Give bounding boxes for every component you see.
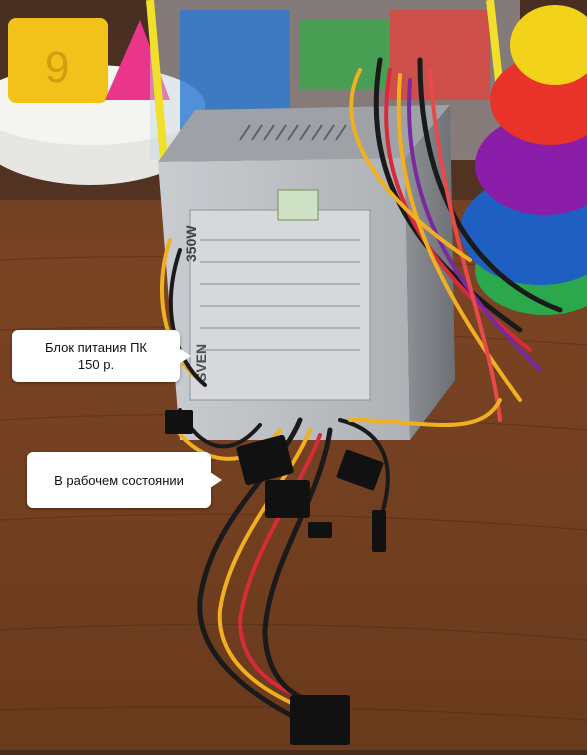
block-digit: 9	[45, 43, 69, 92]
condition-callout-text: В рабочем состоянии	[54, 472, 184, 488]
psu-brand: SVEN	[193, 344, 209, 382]
connector-molex-2	[265, 480, 310, 518]
stacking-toy	[460, 5, 587, 315]
psu-label-lines	[200, 239, 360, 351]
price-callout-amount: 150 р.	[77, 357, 115, 372]
connector-molex-1	[236, 434, 294, 486]
yellow-block	[8, 18, 108, 103]
connector-sata-1	[336, 449, 384, 491]
price-callout: Блок питания ПК 150 р.	[12, 330, 191, 382]
condition-callout: В рабочем состоянии	[27, 452, 222, 508]
psu-unit: SVEN 350W	[158, 105, 455, 440]
psu-label	[189, 209, 371, 401]
connector-floppy	[165, 410, 193, 434]
connector-sata-2	[372, 510, 386, 552]
connector-bottom	[290, 695, 350, 745]
connector-small	[308, 522, 332, 538]
psu-wattage: 350W	[183, 225, 199, 262]
cable-connectors	[165, 410, 386, 745]
price-callout-title: Блок питания ПК	[45, 340, 147, 355]
green-sticker	[277, 189, 319, 221]
psu-vent	[239, 124, 347, 141]
